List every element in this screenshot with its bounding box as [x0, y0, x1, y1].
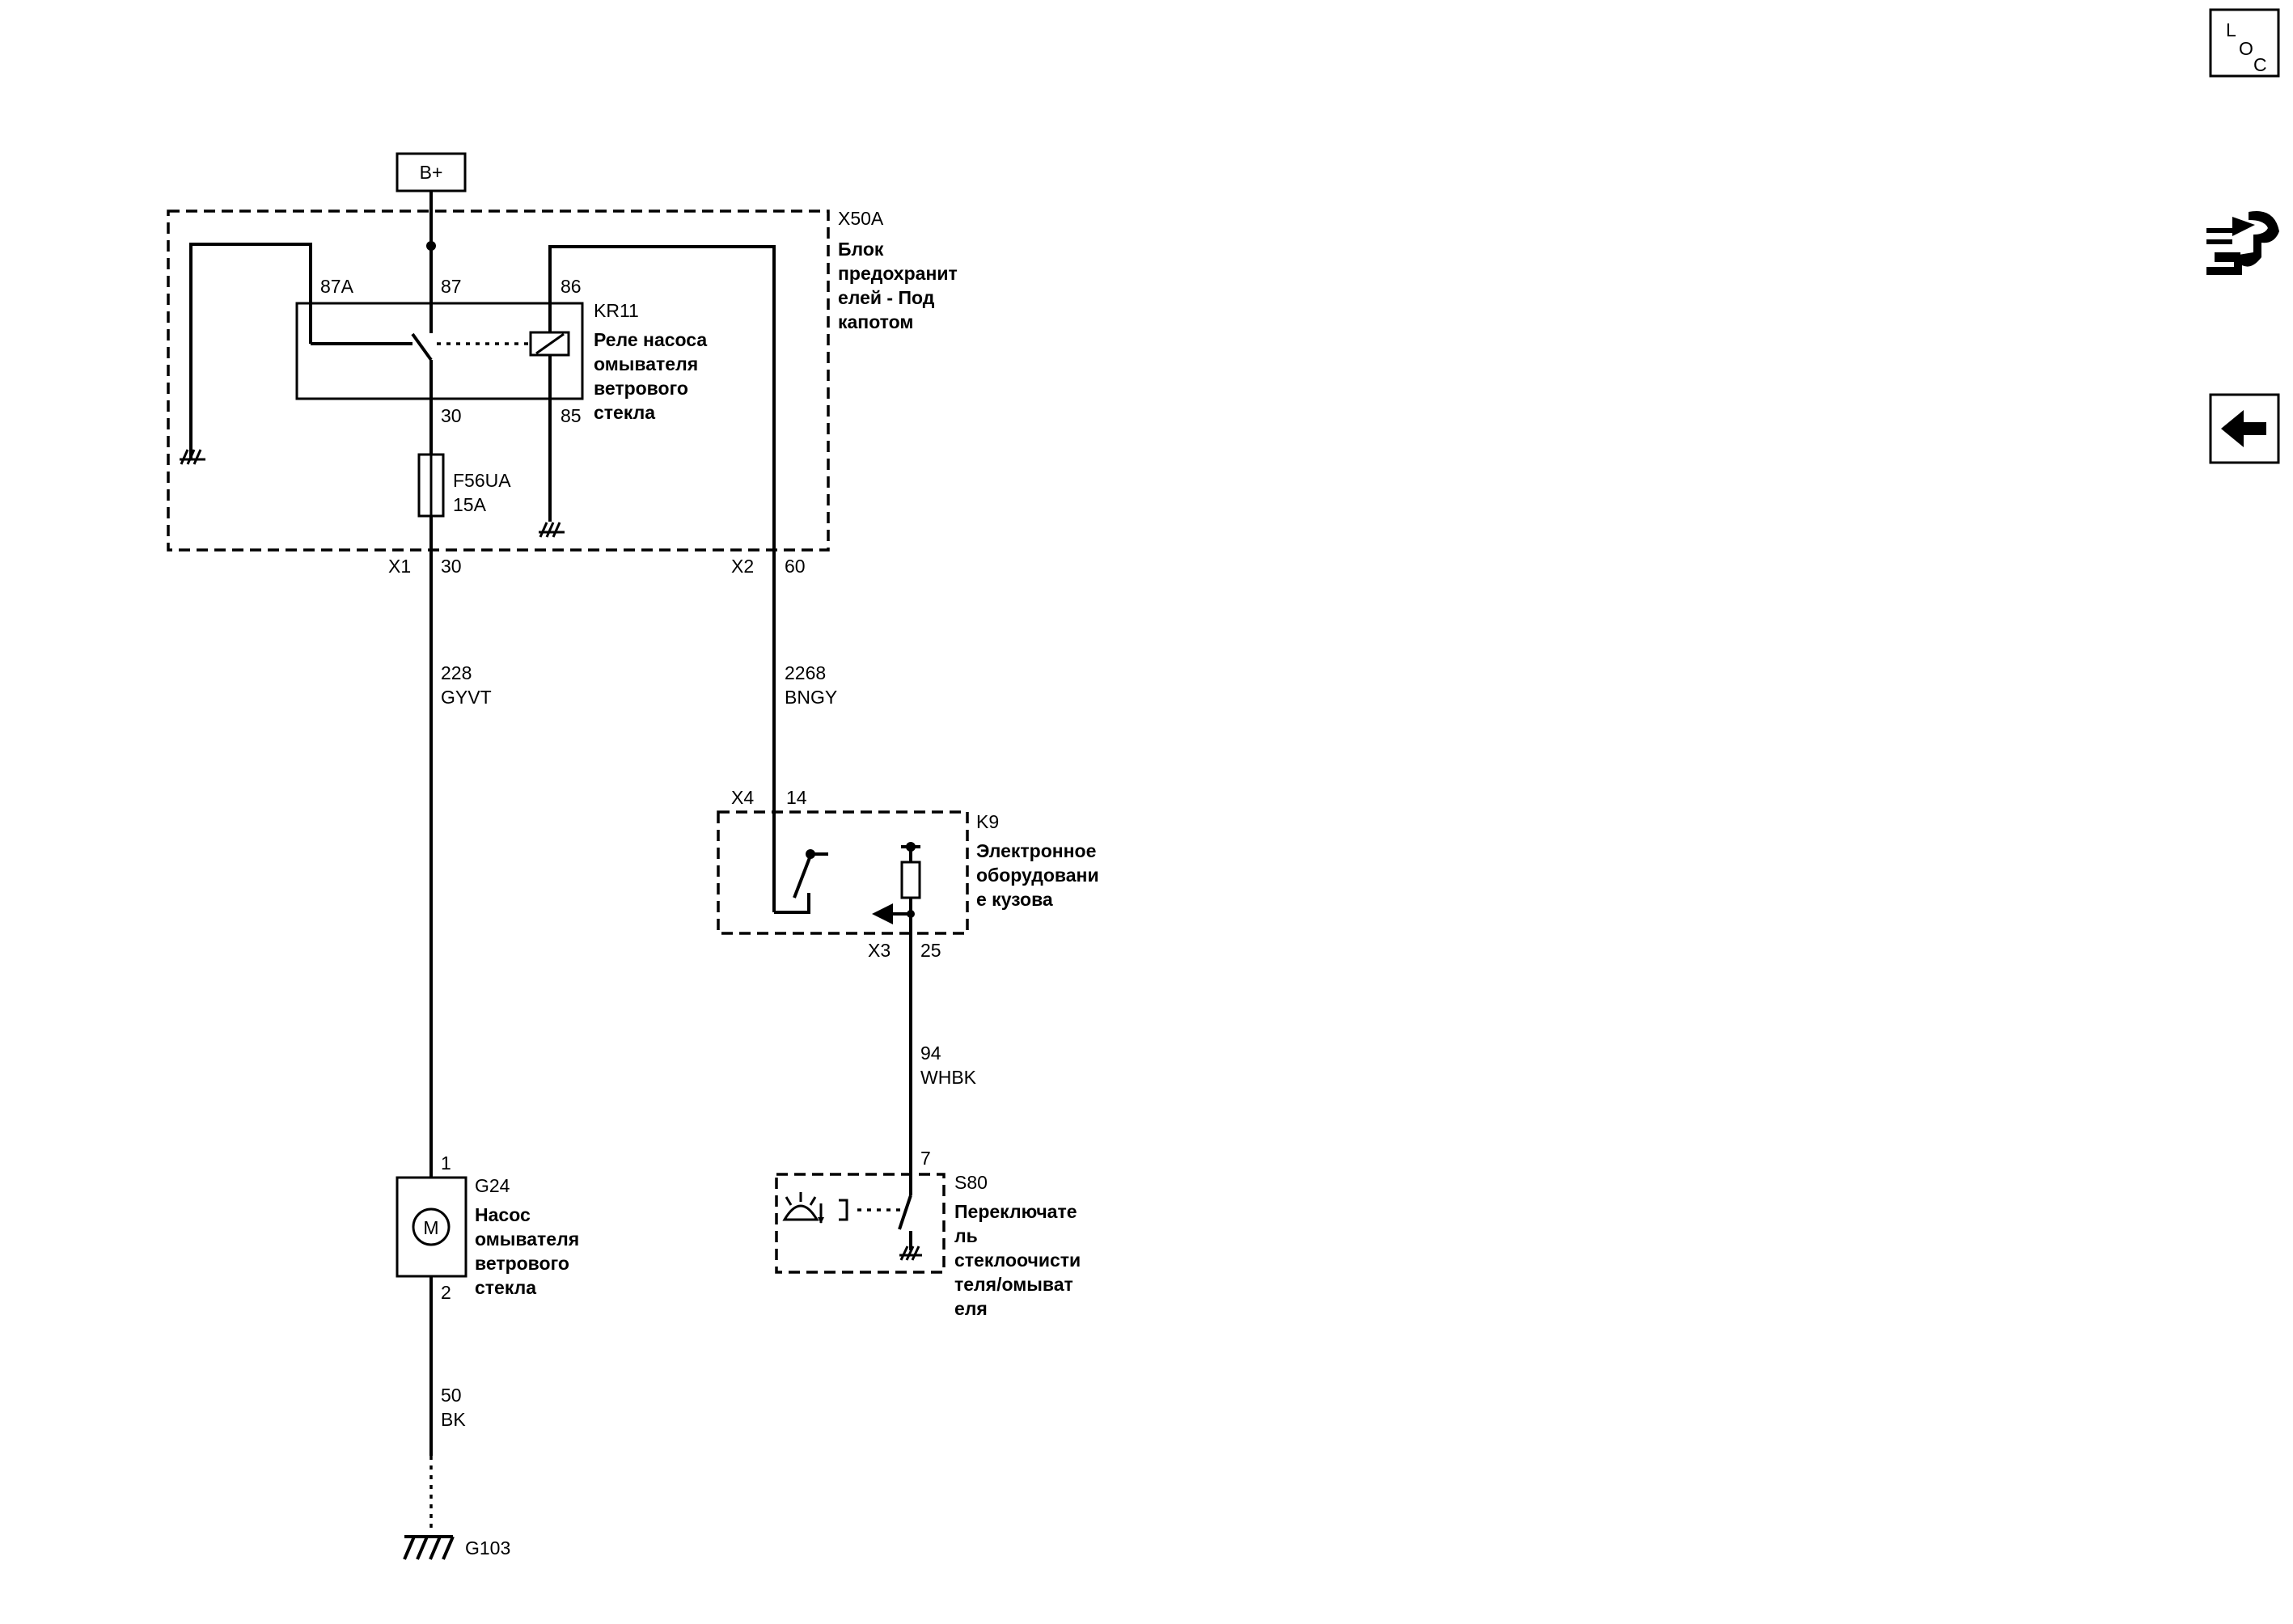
fuse-block-outline	[167, 209, 830, 552]
pump-pin-2: 2	[441, 1282, 451, 1303]
relay-87a-wire	[189, 243, 312, 449]
fuse-block-connector-x1: X1	[388, 556, 411, 577]
bcm-connector-x3: X3	[868, 940, 891, 961]
battery-plus-label: B+	[420, 162, 443, 183]
fuse-block-name: Блок предохранит елей - Под капотом	[838, 239, 962, 332]
pump-ref: G24	[475, 1175, 510, 1196]
back-arrow-icon	[2221, 410, 2266, 447]
bcm-ref: K9	[976, 811, 999, 832]
loc-button[interactable]: L O C	[2209, 8, 2280, 78]
relay-pin-87: 87	[441, 276, 462, 297]
switch-ref: S80	[954, 1172, 988, 1193]
switch-actuator-icon	[839, 1199, 848, 1221]
wire-2268-color: BNGY	[785, 687, 837, 708]
switch-pin-7: 7	[920, 1148, 931, 1169]
wire-94-color: WHBK	[920, 1067, 977, 1088]
relay-switch-blade	[411, 332, 433, 362]
relay-pin-30: 30	[441, 405, 462, 426]
relay-pin-87a: 87A	[320, 276, 354, 297]
ground-ref: G103	[465, 1537, 510, 1558]
switch-name: Переключате ль стеклоочисти теля/омыват …	[954, 1201, 1086, 1319]
bcm-connector-x4: X4	[731, 787, 754, 808]
fuse-block-ref: X50A	[838, 208, 884, 229]
relay-ref: KR11	[594, 300, 639, 321]
bcm-resistor-icon	[900, 861, 921, 899]
washer-icon	[782, 1192, 824, 1224]
bcm-pin-25: 25	[920, 940, 941, 961]
wire-228-color: GYVT	[441, 687, 492, 708]
fuse-block-connector-x2: X2	[731, 556, 754, 577]
wire-50-color: BK	[441, 1409, 466, 1430]
wire-2268-circuit: 2268	[785, 662, 826, 683]
relay-body	[295, 302, 584, 400]
loc-letter-o: O	[2239, 38, 2253, 59]
bcm-input-arrow-icon	[872, 903, 893, 924]
wire-50-circuit: 50	[441, 1385, 462, 1406]
fuse-block-pin-x1: 30	[441, 556, 462, 577]
loc-letter-c: C	[2253, 54, 2267, 75]
relay-pin-86: 86	[561, 276, 582, 297]
fuse-rating: 15A	[453, 494, 487, 515]
wire-94-circuit: 94	[920, 1042, 941, 1064]
relay-name: Реле насоса омывателя ветрового стекла	[594, 329, 713, 423]
fuse-block-pin-x2: 60	[785, 556, 806, 577]
loc-letter-l: L	[2226, 19, 2236, 40]
switch-outline	[775, 1173, 946, 1274]
back-button[interactable]	[2209, 393, 2280, 464]
bcm-switch-blade	[793, 855, 812, 899]
bcm-pin-14: 14	[786, 787, 807, 808]
motor-icon	[412, 1207, 451, 1246]
pump-name: Насос омывателя ветрового стекла	[475, 1204, 585, 1298]
relay-pin-85: 85	[561, 405, 582, 426]
ground-g103-icon	[403, 1535, 455, 1560]
ground-87a-icon	[180, 449, 205, 465]
bcm-input-wire	[774, 893, 810, 914]
switch-blade	[898, 1195, 912, 1230]
pump-pin-1: 1	[441, 1152, 451, 1174]
motor-symbol: M	[423, 1217, 438, 1238]
bcm-outline	[717, 810, 969, 935]
bcm-name: Электронное оборудовани е кузова	[976, 840, 1104, 910]
connector-icon[interactable]	[2206, 211, 2279, 275]
ground-85-icon	[539, 522, 565, 538]
switch-ground-icon	[899, 1245, 922, 1261]
relay-86-wire	[548, 245, 776, 550]
wire-228-circuit: 228	[441, 662, 472, 683]
fuse-ref: F56UA	[453, 470, 511, 491]
